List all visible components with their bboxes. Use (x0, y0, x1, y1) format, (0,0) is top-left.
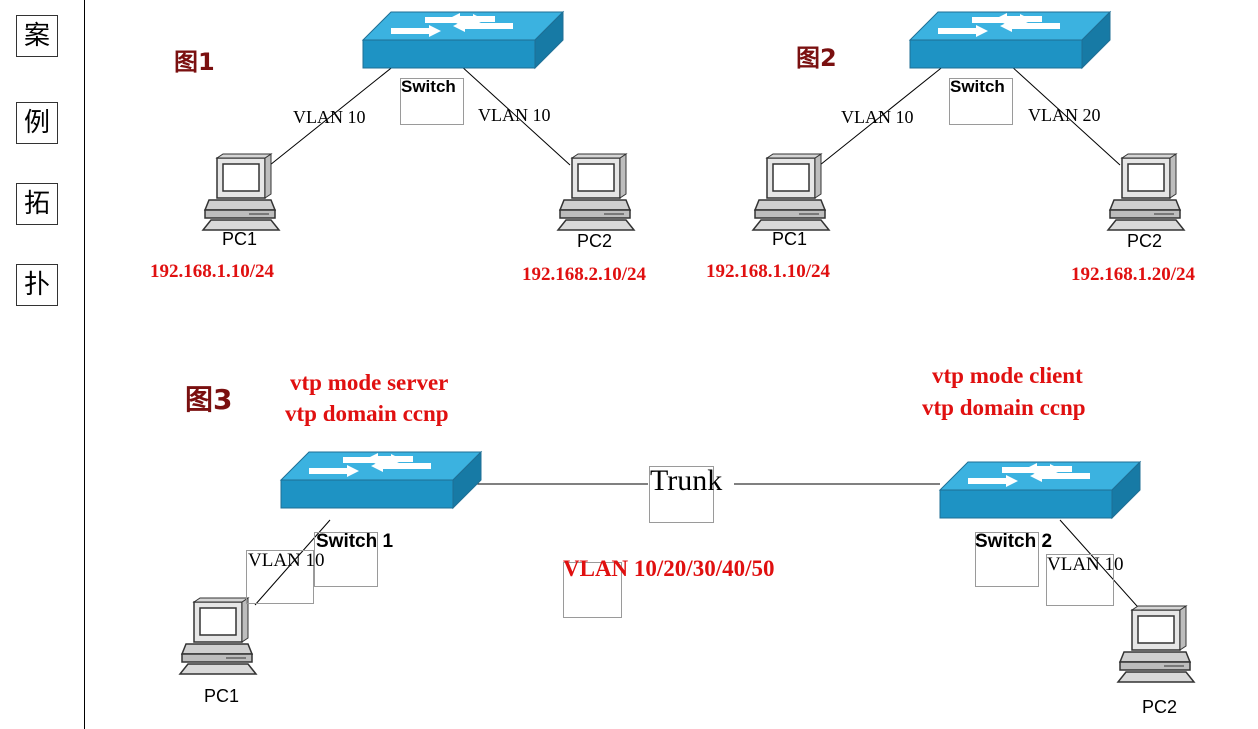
pc1-icon (752, 153, 830, 231)
trunk-label: Trunk (650, 464, 723, 497)
figure-2-title: 图2 (796, 44, 837, 72)
pc1-label: PC1 (204, 686, 240, 706)
switch-icon (909, 11, 1111, 69)
divider-line (84, 0, 85, 729)
pc2-label: PC2 (577, 231, 613, 251)
figure-1-title: 图1 (174, 48, 215, 76)
switch-2-icon (939, 461, 1141, 519)
vlan-link-label: VLAN 20 (1028, 105, 1101, 125)
vlan-link-label: VLAN 10 (293, 107, 366, 127)
switch-label-box (949, 78, 1013, 125)
sidebar-char: 案 (16, 15, 58, 57)
sidebar-char: 扑 (16, 264, 58, 306)
pc2-label: PC2 (1142, 697, 1178, 717)
sidebar-char: 例 (16, 102, 58, 144)
vlan-link-label: VLAN 10 (478, 105, 551, 125)
pc2-ip-address: 192.168.2.10/24 (522, 264, 647, 285)
switch-icon (362, 11, 564, 69)
vlan-label-box (1046, 554, 1114, 606)
pc1-label: PC1 (222, 229, 258, 249)
pc1-label: PC1 (772, 229, 808, 249)
pc1-ip-address: 192.168.1.10/24 (150, 261, 275, 282)
vlan-list-label: VLAN 10/20/30/40/50 (563, 556, 775, 581)
switch-label: Switch (401, 77, 456, 96)
pc2-icon (557, 153, 635, 231)
switch-label-box (975, 532, 1039, 587)
pc1-icon (202, 153, 280, 231)
switch-1-icon (280, 451, 482, 509)
figure-3-title: 图3 (185, 383, 233, 416)
switch-label: Switch (950, 77, 1005, 96)
pc2-ip-address: 192.168.1.20/24 (1071, 264, 1196, 285)
switch-label-box (314, 532, 378, 587)
vlan-link-label: VLAN 10 (841, 107, 914, 127)
pc2-label: PC2 (1127, 231, 1163, 251)
client-vtp-mode-command: vtp mode client (932, 363, 1083, 388)
trunk-label-box (649, 466, 714, 523)
vlan-link-label: VLAN 10 (248, 550, 325, 571)
client-vtp-domain-command: vtp domain ccnp (922, 395, 1086, 420)
server-vtp-domain-command: vtp domain ccnp (285, 401, 449, 426)
switch-1-label: Switch 1 (316, 531, 394, 552)
pc1-icon (179, 597, 257, 675)
pc1-ip-address: 192.168.1.10/24 (706, 261, 831, 282)
switch-2-label: Switch 2 (975, 531, 1053, 552)
sidebar-char: 拓 (16, 183, 58, 225)
server-vtp-mode-command: vtp mode server (290, 370, 449, 395)
switch-label-box (400, 78, 464, 125)
vlan-label-box (246, 550, 314, 604)
pc2-icon (1117, 605, 1195, 683)
vlan-list-box (563, 562, 622, 618)
vlan-link-label: VLAN 10 (1047, 554, 1124, 575)
pc2-icon (1107, 153, 1185, 231)
